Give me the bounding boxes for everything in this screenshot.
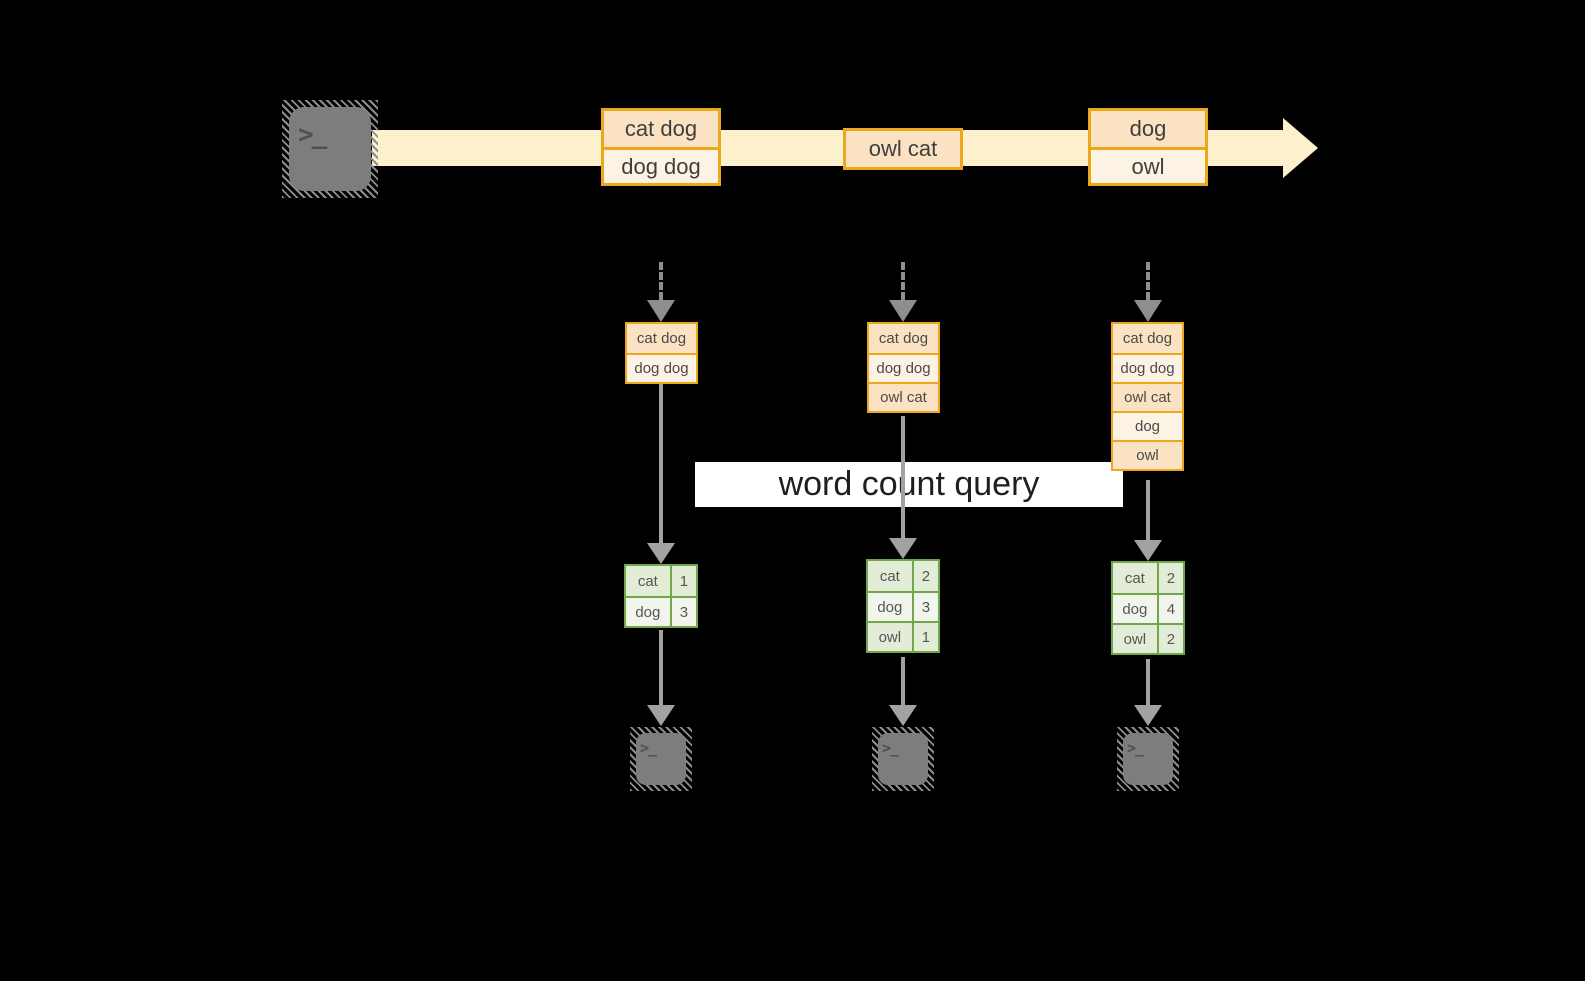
connector-line <box>1146 480 1150 540</box>
count-word: dog <box>868 593 914 621</box>
event-line: cat dog <box>604 111 718 147</box>
count-value: 2 <box>913 561 938 591</box>
count-table-2: cat 2 dog 3 owl 1 <box>866 559 940 653</box>
arrowhead-icon <box>1134 540 1162 561</box>
buffer-line: cat dog <box>627 324 696 353</box>
count-word: cat <box>1113 563 1159 593</box>
query-label: word count query <box>695 462 1123 507</box>
count-value: 3 <box>671 598 696 626</box>
window-buffer-1: cat dog dog dog <box>625 322 698 384</box>
dashed-arrowhead-icon-1 <box>647 300 675 322</box>
source-terminal-icon: >_ <box>282 100 378 198</box>
stream-event-box-3: dog owl <box>1088 108 1208 186</box>
count-value: 2 <box>1158 563 1183 593</box>
count-word: dog <box>626 598 672 626</box>
stream-arrowhead-icon <box>1283 118 1318 178</box>
sink-terminal-icon-3: >_ <box>1117 727 1179 791</box>
dashed-arrow-line-1 <box>659 262 663 300</box>
event-line: dog dog <box>604 147 718 183</box>
arrowhead-icon <box>889 705 917 726</box>
dashed-arrow-line-3 <box>1146 262 1150 300</box>
buffer-line: owl <box>1113 440 1182 469</box>
event-line: owl cat <box>846 131 960 167</box>
sink-terminal-icon-2: >_ <box>872 727 934 791</box>
count-word: cat <box>868 561 914 591</box>
count-value: 2 <box>1158 625 1183 653</box>
stream-event-box-2: owl cat <box>843 128 963 170</box>
buffer-line: dog dog <box>627 353 696 382</box>
connector-line <box>659 630 663 706</box>
window-buffer-3: cat dog dog dog owl cat dog owl <box>1111 322 1184 471</box>
buffer-line: cat dog <box>869 324 938 353</box>
buffer-line: cat dog <box>1113 324 1182 353</box>
dashed-arrow-line-2 <box>901 262 905 300</box>
buffer-line: dog dog <box>869 353 938 382</box>
sink-terminal-icon-1: >_ <box>630 727 692 791</box>
buffer-line: owl cat <box>1113 382 1182 411</box>
arrowhead-icon <box>1134 705 1162 726</box>
dashed-arrowhead-icon-3 <box>1134 300 1162 322</box>
buffer-line: owl cat <box>869 382 938 411</box>
arrowhead-icon <box>889 538 917 559</box>
buffer-line: dog dog <box>1113 353 1182 382</box>
terminal-prompt-icon: >_ <box>882 739 899 757</box>
count-value: 4 <box>1158 595 1183 623</box>
terminal-screen <box>289 107 371 191</box>
stream-event-box-1: cat dog dog dog <box>601 108 721 186</box>
connector-line <box>901 416 905 538</box>
count-word: cat <box>626 566 672 596</box>
count-value: 1 <box>671 566 696 596</box>
count-word: owl <box>868 623 914 651</box>
terminal-screen <box>1123 733 1173 785</box>
event-line: owl <box>1091 147 1205 183</box>
count-value: 1 <box>913 623 938 651</box>
connector-line <box>901 657 905 706</box>
count-word: dog <box>1113 595 1159 623</box>
count-table-3: cat 2 dog 4 owl 2 <box>1111 561 1185 655</box>
count-value: 3 <box>913 593 938 621</box>
buffer-line: dog <box>1113 411 1182 440</box>
count-word: owl <box>1113 625 1159 653</box>
connector-line <box>1146 659 1150 706</box>
arrowhead-icon <box>647 543 675 564</box>
event-line: dog <box>1091 111 1205 147</box>
connector-line <box>659 384 663 543</box>
terminal-prompt-icon: >_ <box>640 739 657 757</box>
arrowhead-icon <box>647 705 675 726</box>
window-buffer-2: cat dog dog dog owl cat <box>867 322 940 413</box>
dashed-arrowhead-icon-2 <box>889 300 917 322</box>
terminal-screen <box>636 733 686 785</box>
count-table-1: cat 1 dog 3 <box>624 564 698 628</box>
terminal-prompt-icon: >_ <box>1127 739 1144 757</box>
terminal-prompt-icon: >_ <box>298 120 327 150</box>
terminal-screen <box>878 733 928 785</box>
